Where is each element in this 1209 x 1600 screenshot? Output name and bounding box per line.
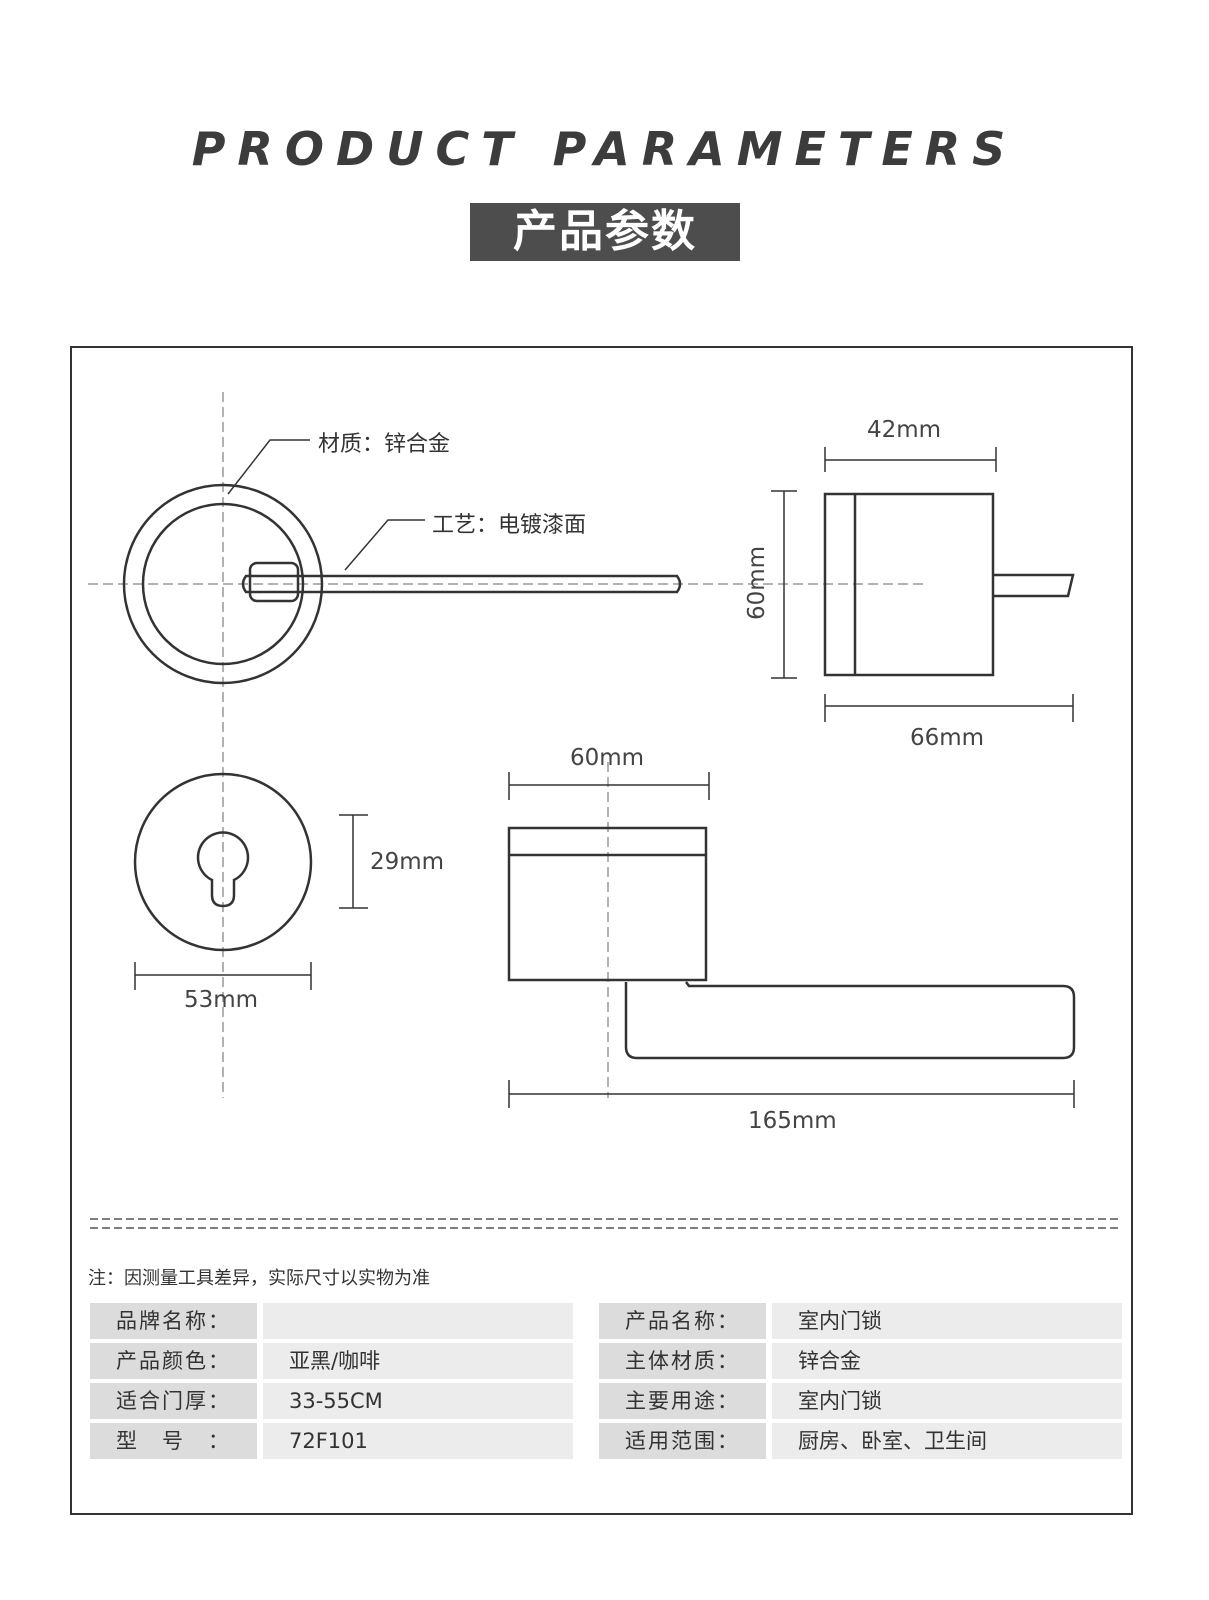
spec-value-color: 亚黑/咖啡 — [263, 1343, 573, 1379]
callout-leader-material — [227, 439, 310, 495]
lever-hub — [248, 561, 300, 603]
keyhole-rose-circle — [133, 772, 313, 952]
rose-inner-circle — [141, 502, 305, 666]
spec-value-brand — [263, 1303, 573, 1339]
side-view-shaft — [993, 573, 1075, 598]
top-view-lever — [624, 981, 1076, 1060]
dim-overall-length: 165mm — [748, 1108, 837, 1134]
page-title-en: PRODUCT PARAMETERS — [191, 122, 1018, 176]
spec-key-product-name: 产品名称： — [599, 1303, 766, 1339]
lever-arm — [241, 574, 682, 594]
rose-outer-circle — [122, 483, 324, 685]
dim-side-length: 66mm — [910, 725, 985, 751]
dim-rose-height: 29mm — [370, 849, 445, 875]
spec-key-brand: 品牌名称： — [90, 1303, 257, 1339]
dim-top-width: 60mm — [570, 745, 645, 771]
parameters-frame — [70, 346, 1133, 1515]
spec-key-material: 主体材质： — [599, 1343, 766, 1379]
callout-leader-process — [344, 519, 425, 571]
dim-side-width: 42mm — [867, 417, 942, 443]
measurement-note: 注：因测量工具差异，实际尺寸以实物为准 — [88, 1268, 430, 1289]
spec-key-scope: 适用范围： — [599, 1423, 766, 1459]
dim-rose-diameter: 53mm — [184, 987, 259, 1013]
spec-value-material: 锌合金 — [772, 1343, 1122, 1379]
spec-value-scope: 厨房、卧室、卫生间 — [772, 1423, 1122, 1459]
spec-value-model: 72F101 — [263, 1423, 573, 1459]
spec-key-model: 型 号 ： — [90, 1423, 257, 1459]
callout-process: 工艺：电镀漆面 — [432, 513, 587, 538]
page-title-cn: 产品参数 — [470, 203, 740, 261]
callout-material: 材质：锌合金 — [318, 432, 451, 457]
top-view-body — [507, 826, 708, 982]
spec-value-product-name: 室内门锁 — [772, 1303, 1122, 1339]
keyhole-profile — [196, 831, 250, 908]
spec-key-usage: 主要用途： — [599, 1383, 766, 1419]
spec-key-color: 产品颜色： — [90, 1343, 257, 1379]
spec-key-door-thickness: 适合门厚： — [90, 1383, 257, 1419]
spec-value-usage: 室内门锁 — [772, 1383, 1122, 1419]
spec-value-door-thickness: 33-55CM — [263, 1383, 573, 1419]
dim-side-height: 60mm — [744, 545, 771, 621]
side-view-body — [823, 492, 995, 677]
